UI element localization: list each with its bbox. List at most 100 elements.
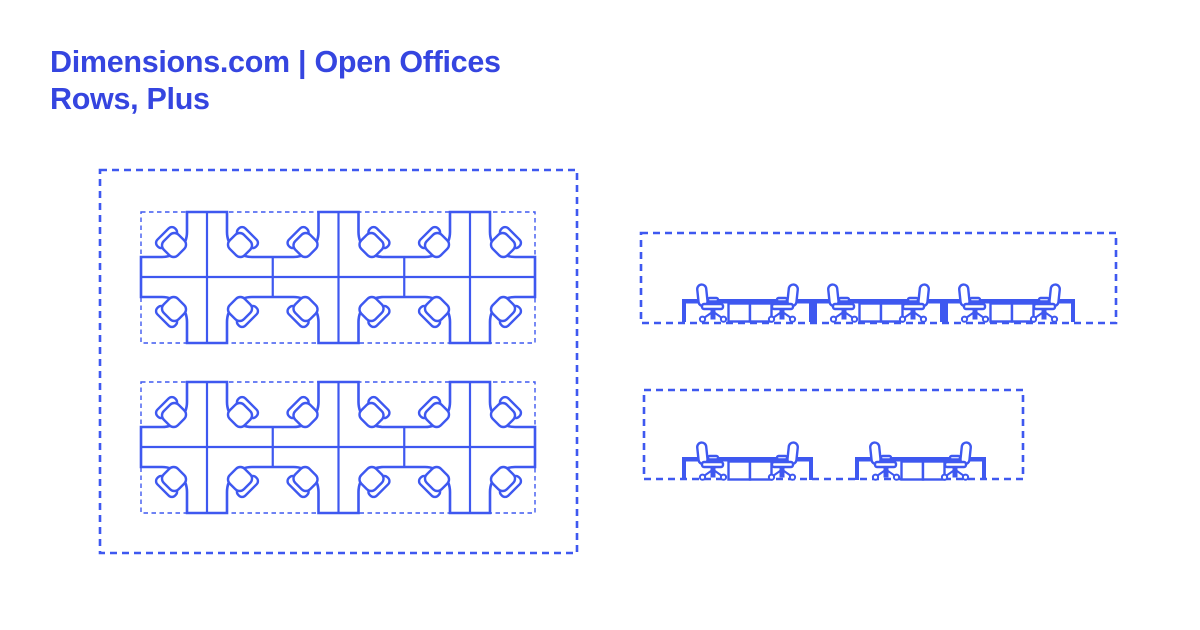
office-chair-plan (489, 465, 523, 499)
chair-seat (423, 401, 451, 429)
page-title-line-2: Rows, Plus (50, 82, 210, 116)
office-chair-plan (154, 295, 188, 329)
workstation-group-elevation (813, 283, 944, 323)
office-chair-elevation (940, 441, 972, 481)
chair-caster (981, 315, 990, 323)
chair-seat (292, 295, 319, 323)
office-chair-plan (286, 395, 319, 429)
desk-end-panel (940, 299, 944, 322)
under-desk-cabinet (989, 302, 1014, 323)
desk-end-panel (855, 457, 859, 480)
desktop-surface (944, 299, 1075, 304)
desk-divider-lines (141, 212, 535, 343)
under-desk-cabinet (1010, 302, 1035, 323)
under-desk-cabinet (748, 460, 773, 481)
elevation-bottom-dashed-box (642, 388, 1025, 481)
office-chair-plan (358, 465, 391, 499)
desk-end-panel (1071, 299, 1075, 322)
office-chair-plan (226, 465, 260, 499)
office-chair-elevation (696, 283, 728, 323)
office-chair-plan (358, 225, 391, 259)
office-chair-plan (226, 295, 260, 329)
chair-seat (358, 401, 385, 429)
office-chair-plan (489, 395, 523, 429)
under-desk-cabinet (858, 302, 883, 323)
page-title-line-1: Dimensions.com | Open Offices (50, 45, 501, 79)
chair-armrest (968, 296, 982, 303)
chair-caster (788, 473, 797, 481)
workstation-group-elevation (682, 441, 813, 481)
chair-seat (423, 231, 451, 259)
office-chair-plan (489, 225, 523, 259)
chair-seat (226, 231, 254, 259)
chair-pedestal (883, 466, 889, 478)
floor-plan-view (98, 168, 579, 555)
desk-end-panel (682, 299, 686, 322)
desk-end-panel (809, 457, 813, 480)
desk-end-panel (944, 299, 948, 322)
chair-pedestal (1041, 308, 1047, 320)
chair-seat (358, 465, 385, 493)
chair-seat (423, 295, 451, 323)
chair-caster (892, 473, 901, 481)
chair-seat (489, 401, 517, 429)
chair-caster (719, 473, 728, 481)
plan-boundary-dashed-box (98, 168, 579, 555)
office-chair-plan (286, 225, 319, 259)
office-chair-elevation (767, 441, 799, 481)
desktop-surface (813, 299, 944, 304)
office-chair-elevation (869, 441, 901, 481)
chair-seat (292, 465, 319, 493)
office-chair-plan (358, 295, 391, 329)
chair-caster (767, 473, 776, 481)
chair-pedestal (910, 308, 916, 320)
under-desk-cabinet (727, 460, 752, 481)
workstation-group-elevation (855, 441, 986, 481)
chair-caster (961, 473, 970, 481)
chair-caster (898, 315, 907, 323)
office-chair-elevation (696, 441, 728, 481)
chair-armrest (775, 454, 789, 461)
chair-caster (1050, 315, 1059, 323)
chair-caster (871, 473, 880, 481)
chair-caster (788, 315, 797, 323)
plan-row (139, 380, 537, 515)
chair-pedestal (972, 308, 978, 320)
workstation-group-elevation (682, 283, 813, 323)
chair-armrest (775, 296, 789, 303)
chair-seat (292, 231, 319, 259)
chair-seat (160, 295, 188, 323)
plan-row (139, 210, 537, 345)
chair-armrest (706, 454, 720, 461)
office-chair-plan (154, 395, 188, 429)
chair-armrest (906, 296, 920, 303)
chair-pedestal (779, 308, 785, 320)
desktop-surface (682, 299, 813, 304)
desktop-surface (855, 457, 986, 462)
chair-seat (226, 465, 254, 493)
chair-seat (226, 295, 254, 323)
elevation-top-dashed-box (639, 231, 1118, 325)
office-chair-plan (154, 225, 188, 259)
office-chair-plan (226, 395, 260, 429)
office-chair-elevation (898, 283, 930, 323)
office-chair-elevation (827, 283, 859, 323)
office-chair-elevation (958, 283, 990, 323)
chair-seat (358, 231, 385, 259)
office-chair-plan (286, 295, 319, 329)
elevation-bottom-view (642, 388, 1025, 481)
chair-seat (489, 465, 517, 493)
office-chair-plan (226, 225, 260, 259)
chair-armrest (1037, 296, 1051, 303)
chair-caster (960, 315, 969, 323)
chair-seat (292, 401, 319, 429)
under-desk-cabinet (748, 302, 773, 323)
chair-seat (160, 465, 188, 493)
chair-pedestal (779, 466, 785, 478)
chair-caster (698, 473, 707, 481)
chair-seat (160, 231, 188, 259)
desk-end-panel (982, 457, 986, 480)
desk-end-panel (682, 457, 686, 480)
page-title: Dimensions.com | Open Offices Rows, Plus (50, 44, 501, 118)
office-chair-plan (417, 395, 451, 429)
